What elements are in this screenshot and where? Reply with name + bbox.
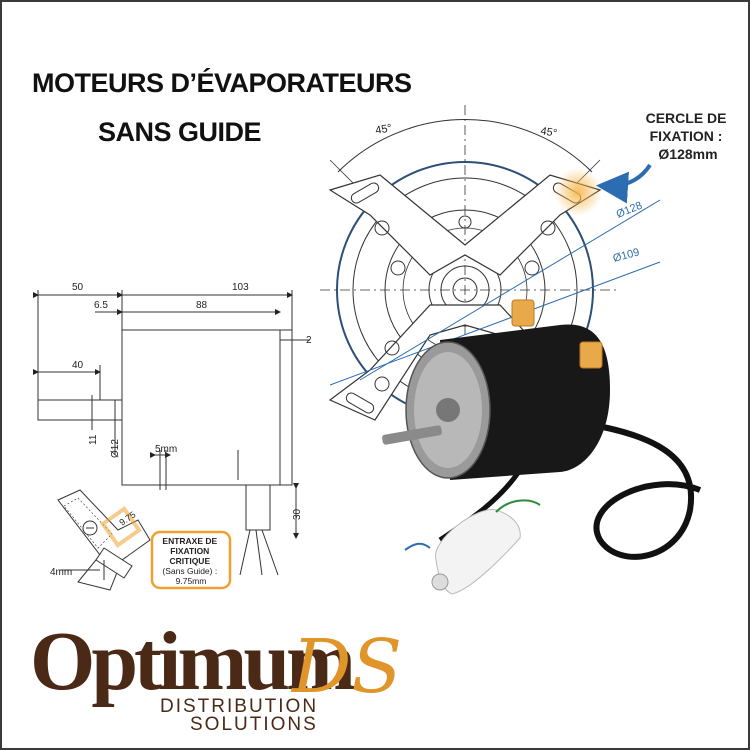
critical-spacing-callout: ENTRAXE DE FIXATION CRITIQUE (Sans Guide…: [150, 530, 232, 590]
side-view-labels: 50 103 6.5 88 2 40 11 Ø12 5mm 30: [72, 282, 312, 520]
logo-ds-monogram: DS: [292, 624, 403, 710]
angle-right-label: 45°: [539, 125, 557, 140]
callout-arrow: [596, 163, 652, 204]
svg-text:CERCLE DE FIXATION :: CERCLE DE FIXATION : Ø128mm: [646, 110, 731, 162]
diameter-128-label: Ø128: [615, 200, 644, 221]
dim-88: 88: [196, 300, 208, 311]
dim-11: 11: [88, 434, 99, 445]
dim-2: 2: [306, 335, 312, 346]
title-line-1: MOTEURS D’ÉVAPORATEURS: [32, 68, 412, 98]
dim-30: 30: [292, 508, 303, 520]
critical-spacing-highlight: [100, 506, 142, 548]
motor-body-outline: [121, 329, 293, 486]
svg-text:ENTRAXE DE FIXATION: ENTRAXE DE FIXATION CRITIQUE (Sans Guide…: [162, 536, 219, 586]
fixing-circle-callout: CERCLE DE FIXATION : Ø128mm: [596, 110, 731, 204]
dim-40: 40: [72, 360, 84, 371]
logo-tagline-distribution: DISTRIBUTION: [160, 696, 319, 717]
dim-diameter-12: Ø12: [110, 439, 121, 458]
logo-tagline-solutions: SOLUTIONS: [190, 714, 318, 735]
dim-50: 50: [72, 282, 84, 293]
dim-5mm: 5mm: [155, 444, 177, 455]
logo-wordmark: Optimum: [30, 615, 356, 708]
dim-103: 103: [232, 282, 249, 293]
shaft-outline: [37, 399, 123, 421]
dim-4mm: 4mm: [50, 567, 72, 578]
fixing-slot-highlight: [554, 168, 602, 216]
angle-left-label: 45°: [374, 122, 392, 137]
motor-photo: [382, 299, 702, 595]
dim-6-5: 6.5: [94, 300, 108, 311]
company-logo: Optimum DS DISTRIBUTION SOLUTIONS: [30, 620, 430, 740]
fixing-detail: [57, 489, 151, 591]
diameter-109-label: Ø109: [612, 246, 641, 265]
side-view: [33, 290, 310, 576]
title-line-2: SANS GUIDE: [98, 117, 262, 147]
